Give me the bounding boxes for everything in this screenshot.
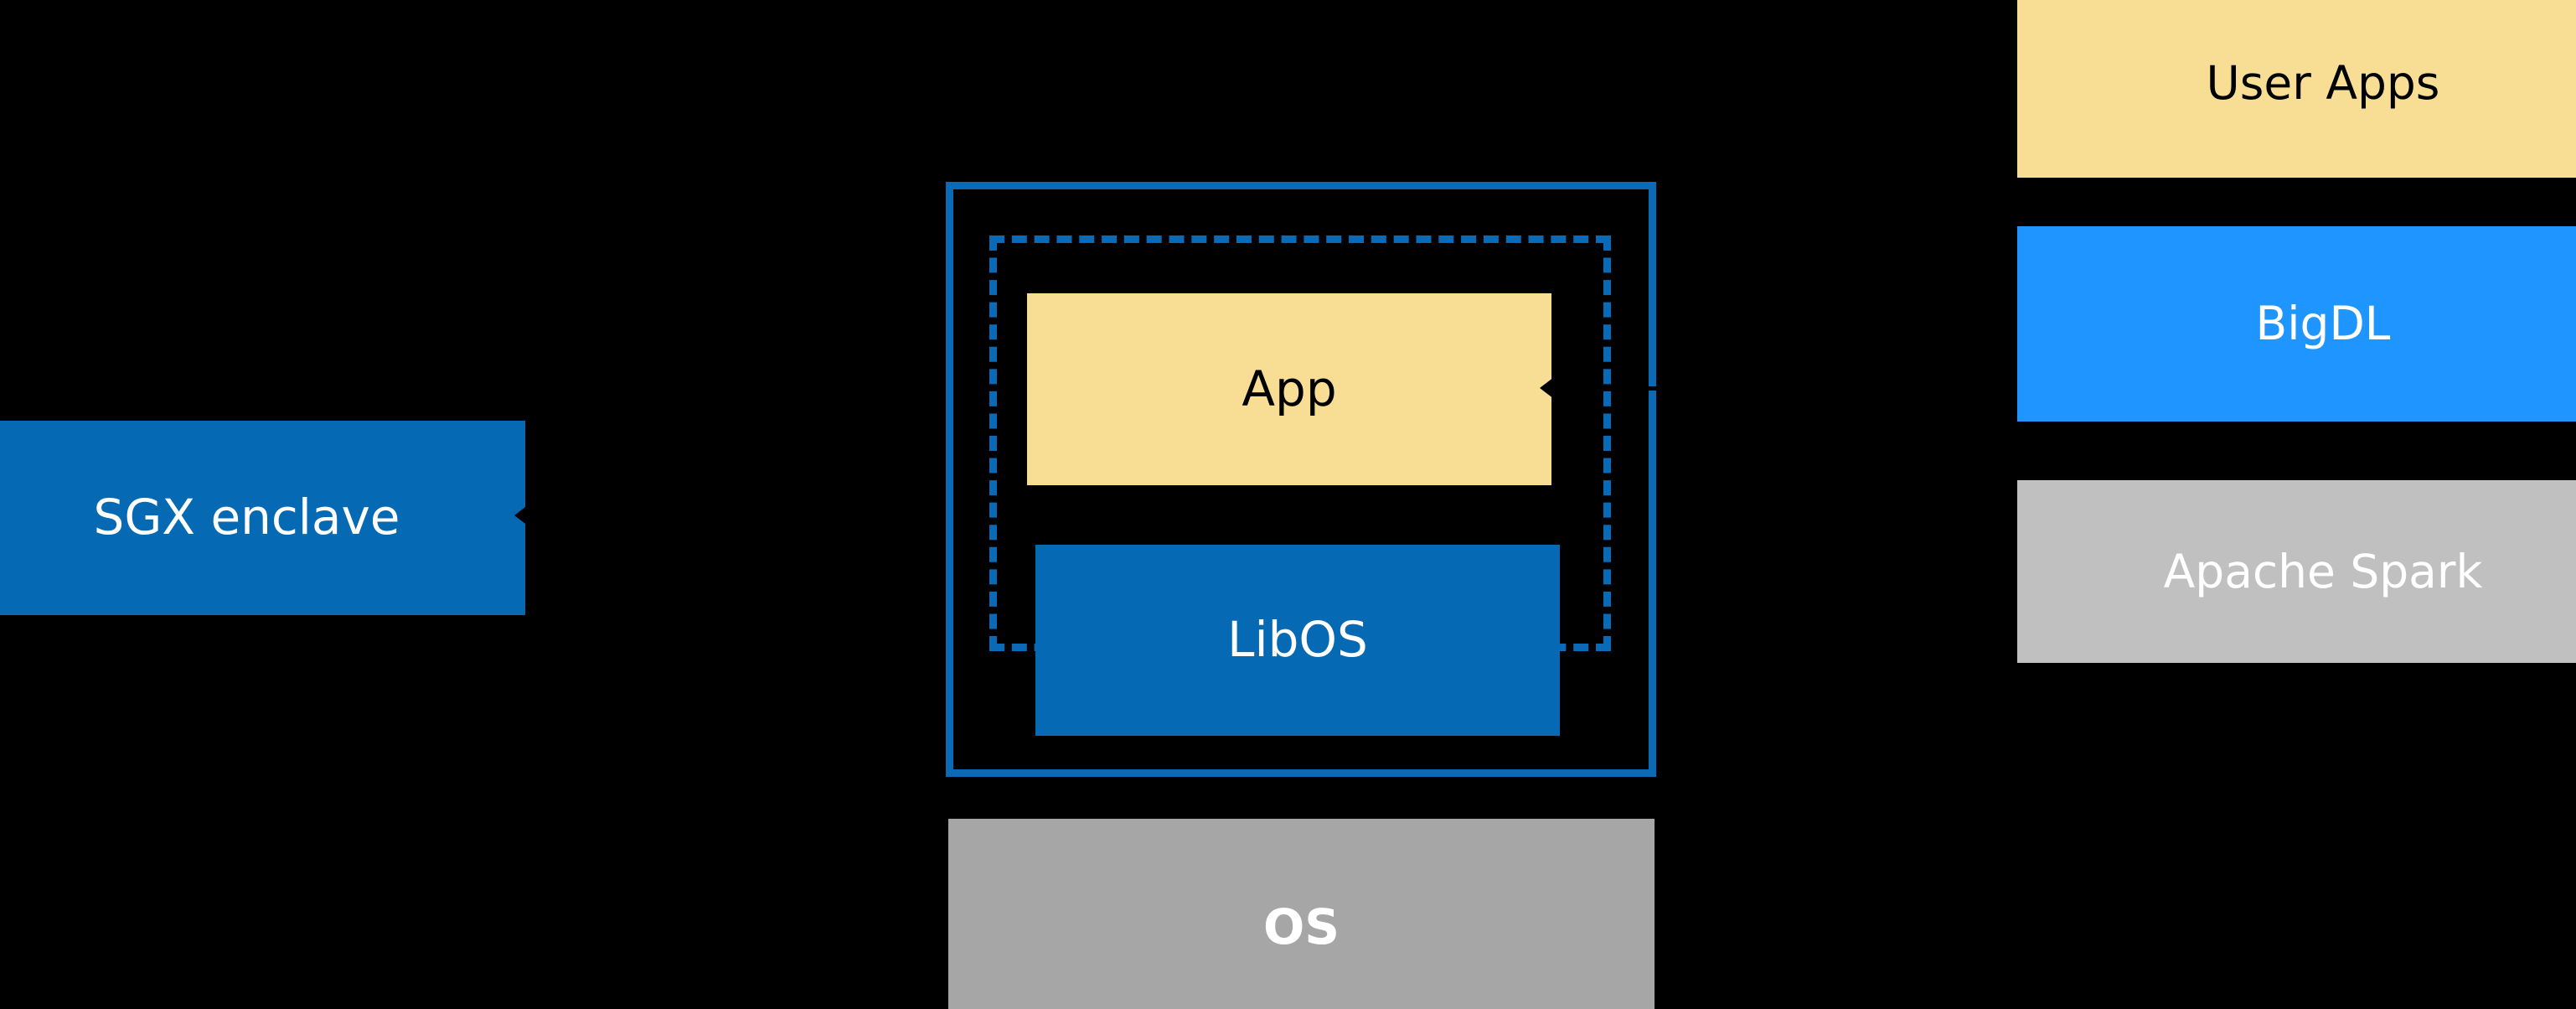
os-box[interactable]: OS xyxy=(948,819,1655,1009)
sgx-enclave-box[interactable]: SGX enclave xyxy=(0,421,525,615)
app-connector-line xyxy=(1551,386,2017,391)
sgx-connector-arrow-icon xyxy=(514,504,529,526)
bigdl-box[interactable]: BigDL xyxy=(2017,226,2576,422)
apache-spark-box[interactable]: Apache Spark xyxy=(2017,480,2576,663)
apache-spark-label: Apache Spark xyxy=(2163,544,2483,598)
sgx-connector-line xyxy=(526,513,945,517)
app-connector-arrow-icon xyxy=(1540,377,1554,399)
sgx-enclave-label: SGX enclave xyxy=(93,489,400,546)
app-box[interactable]: App xyxy=(1027,293,1551,485)
libos-label: LibOS xyxy=(1227,611,1368,669)
bigdl-label: BigDL xyxy=(2255,297,2391,351)
enclave-boundary-outline xyxy=(946,182,1656,777)
libos-box[interactable]: LibOS xyxy=(1035,545,1560,736)
user-apps-label: User Apps xyxy=(2206,55,2440,110)
os-label: OS xyxy=(1262,898,1340,956)
app-label: App xyxy=(1242,360,1337,417)
user-apps-box[interactable]: User Apps xyxy=(2017,0,2576,178)
